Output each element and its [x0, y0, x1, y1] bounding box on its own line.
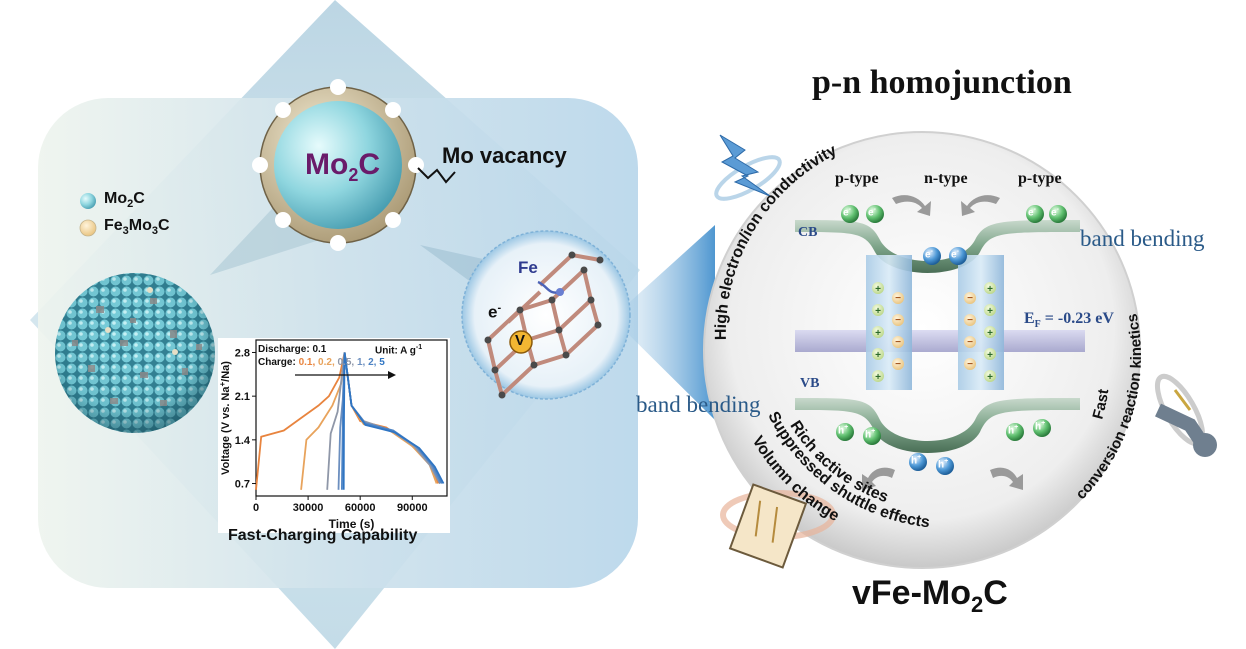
charge-rate-label: 1: [356, 357, 363, 368]
chart-plot-frame: [255, 339, 448, 497]
chart-unit-label: Unit: A g-1: [375, 344, 423, 357]
chart-rate-arrow-head: [388, 371, 396, 379]
charge-rate-label: 2: [368, 357, 374, 368]
chart-series-line-5: [342, 352, 445, 490]
vanadium-label: V: [515, 332, 526, 349]
legend-fe3mo3c-label: Fe3Mo3C: [104, 217, 170, 238]
charge-rate-label: 0.1: [298, 357, 313, 368]
fe-atom-label: Fe: [518, 258, 538, 277]
svg-text:+: +: [987, 306, 993, 317]
band-bending-right-label: band bending: [1080, 226, 1205, 251]
chart-x-tick-label: 60000: [345, 502, 376, 514]
svg-text:−: −: [895, 315, 901, 326]
svg-text:+: +: [987, 284, 993, 295]
carrier-balls: [836, 205, 1067, 475]
electron-ball-label: e-: [951, 248, 959, 261]
electron-ball-label: e-: [868, 206, 876, 219]
svg-text:+: +: [875, 328, 881, 339]
chart-discharge-label: Discharge: 0.1: [258, 344, 327, 355]
chart-caption: Fast-Charging Capability: [228, 527, 418, 544]
chart-charge-label: Charge: 0.1, 0.2, 0.5, 1, 2, 5: [258, 357, 385, 368]
svg-text:+: +: [875, 284, 881, 295]
hole-ball-label: h+: [838, 424, 849, 437]
svg-text:−: −: [895, 293, 901, 304]
electron-ball-label: e-: [843, 206, 851, 219]
electron-ball-label: e-: [925, 248, 933, 261]
charge-rate-label: 0.5: [337, 357, 352, 368]
p-type-left-label: p-type: [835, 170, 879, 187]
hole-ball-label: h+: [865, 428, 876, 441]
band-bending-left-label: band bending: [636, 392, 761, 417]
charge-rate-separator: ,: [362, 357, 369, 368]
svg-text:+: +: [987, 350, 993, 361]
curved-label-fast: Fast: [1089, 388, 1112, 421]
mo-vacancy-label: Mo vacancy: [442, 143, 567, 168]
legend-mo2c-swatch: [80, 193, 96, 209]
svg-text:−: −: [967, 337, 973, 348]
vacancy-squiggle: [417, 167, 456, 184]
fe-mo2c-sphere: [55, 273, 215, 433]
svg-text:+: +: [987, 372, 993, 383]
chart-y-axis-label: Voltage (V vs. Na+/Na): [218, 361, 232, 475]
chart-x-axis-label: Time (s): [329, 517, 375, 531]
charge-rate-label: 5: [379, 357, 385, 368]
svg-text:+: +: [875, 350, 881, 361]
chart-panel: [218, 338, 450, 533]
legend-mo2c-label: Mo2C: [104, 190, 145, 211]
electron-label: e-: [488, 302, 502, 322]
svg-text:+: +: [875, 372, 881, 383]
charge-rate-separator: ,: [373, 357, 380, 368]
hole-ball-label: h+: [1008, 424, 1019, 437]
svg-text:−: −: [895, 337, 901, 348]
fermi-level-label: EF = -0.23 eV: [1024, 310, 1114, 331]
chart-y-tick-label: 2.1: [235, 391, 250, 403]
crystal-structure-circle: [461, 230, 631, 400]
sphere-formula-label: Mo2C: [305, 148, 381, 185]
carrier-flow-arrows: [862, 195, 1023, 490]
svg-text:−: −: [967, 359, 973, 370]
p-type-right-label: p-type: [1018, 170, 1062, 187]
chart-x-tick-label: 0: [253, 502, 259, 514]
cb-label: CB: [798, 225, 818, 240]
n-type-label: n-type: [924, 170, 968, 187]
svg-text:−: −: [967, 293, 973, 304]
svg-text:−: −: [967, 315, 973, 326]
charge-rate-separator: ,: [331, 357, 338, 368]
chart-x-tick-label: 30000: [293, 502, 324, 514]
material-formula: vFe-Mo2C: [852, 574, 1008, 617]
charge-rate-label: 0.2: [318, 357, 332, 368]
charge-rate-separator: ,: [351, 357, 357, 368]
mo2c-vacancy-sphere: [252, 79, 424, 251]
svg-text:+: +: [875, 306, 881, 317]
chart-y-tick-label: 0.7: [235, 479, 250, 491]
svg-text:+: +: [987, 328, 993, 339]
hole-ball-label: h+: [1035, 420, 1046, 433]
vb-label: VB: [800, 376, 820, 391]
chart-y-tick-label: 1.4: [235, 435, 251, 447]
electron-ball-label: e-: [1051, 206, 1059, 219]
charge-rate-separator: ,: [312, 357, 319, 368]
hole-ball-label: h+: [938, 458, 949, 471]
projection-beam: [612, 225, 715, 420]
legend-fe3mo3c-swatch: [79, 219, 97, 237]
svg-text:−: −: [895, 359, 901, 370]
electron-ball-label: e-: [1028, 206, 1036, 219]
chart-y-tick-label: 2.8: [235, 347, 250, 359]
hole-ball-label: h+: [911, 454, 922, 467]
battery-cell-icon: [720, 483, 836, 569]
charge-badges: + − + − + − + − + − + − + − + − + +: [872, 282, 996, 383]
chart-x-tick-label: 90000: [397, 502, 428, 514]
homojunction-title: p-n homojunction: [812, 64, 1072, 101]
lightning-icon: [714, 134, 782, 201]
fast-kinetics-icon: [1154, 373, 1217, 457]
